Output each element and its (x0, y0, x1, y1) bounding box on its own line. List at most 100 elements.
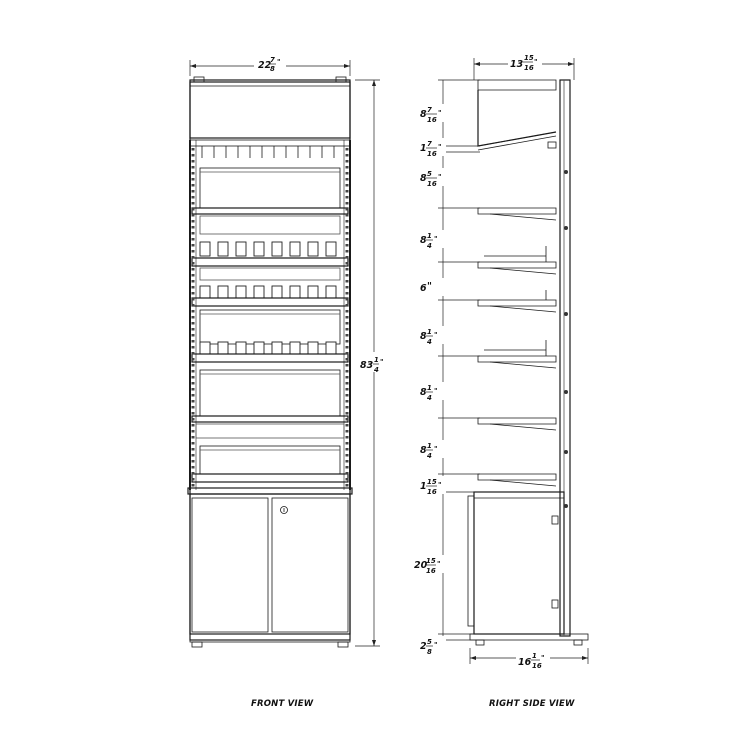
perforation-slot (191, 220, 195, 223)
side-top-depth-whole: 13 (510, 59, 524, 70)
perforation-slot (345, 460, 349, 463)
shelf-2 (191, 257, 349, 267)
door-edge (467, 495, 475, 627)
dimension-numerator: 1 (427, 384, 432, 392)
perforation-slot (345, 418, 349, 421)
front-height-dimension: 83 1 4 " (355, 79, 390, 647)
shelf-arms (477, 207, 557, 487)
perforation-slot (345, 226, 349, 229)
perforation-slot (345, 472, 349, 475)
perforation-slot (191, 232, 195, 235)
top-ledge (189, 139, 351, 147)
perforation-slot (345, 424, 349, 427)
perforation-slot (345, 412, 349, 415)
front-width-num: 7 (270, 56, 275, 64)
perforation-slot (191, 184, 195, 187)
perforation-slot (345, 250, 349, 253)
perforation-slot (345, 184, 349, 187)
perforation-slot (345, 454, 349, 457)
lock-icon (280, 506, 288, 514)
right-door (271, 497, 349, 633)
perforation-slot (345, 442, 349, 445)
shelf-bin-1 (199, 167, 341, 209)
cabinet-outline (189, 79, 351, 641)
perforation-slot (345, 484, 349, 487)
foot-left (191, 641, 203, 648)
perforation-slot (191, 268, 195, 271)
dimension-denominator: 16 (427, 150, 437, 158)
perforation-slot (191, 406, 195, 409)
perforation-slot (345, 262, 349, 265)
perforation-slot (191, 382, 195, 385)
dimension-numerator: 15 (426, 557, 436, 565)
front-height-whole: 83 (360, 360, 374, 371)
perforation-slot (345, 406, 349, 409)
perforation-slot (345, 154, 349, 157)
side-upright (559, 79, 571, 637)
perforation-slot (345, 310, 349, 313)
shelf-6 (191, 473, 349, 483)
perforation-slot (191, 250, 195, 253)
perforation-slot (191, 364, 195, 367)
perforation-slot (191, 454, 195, 457)
dimension-denominator: 4 (427, 394, 432, 402)
perforation-slot (345, 436, 349, 439)
perforation-slot (345, 274, 349, 277)
perforation-slot (191, 358, 195, 361)
dimension-unit: " (438, 481, 442, 489)
perforation-slot (191, 418, 195, 421)
slot-row-2 (199, 285, 337, 299)
dimension-unit: " (434, 445, 438, 453)
perforation-slot (191, 298, 195, 301)
perforation-slot (345, 304, 349, 307)
perforation-slot (191, 304, 195, 307)
perforation-slot (191, 280, 195, 283)
perforation-slot (345, 466, 349, 469)
perforation-slot (191, 154, 195, 157)
dimension-denominator: 4 (427, 338, 432, 346)
left-door (191, 497, 269, 633)
perforation-slot (191, 442, 195, 445)
perforation-slot (191, 148, 195, 151)
perforation-slot (191, 178, 195, 181)
perforation-slot (345, 346, 349, 349)
perforation-slot (191, 448, 195, 451)
side-plinth (469, 633, 589, 641)
base-cabinet (189, 493, 351, 635)
perforation-slot (345, 256, 349, 259)
upright-perforations (191, 148, 349, 487)
perforation-slot (345, 358, 349, 361)
perforation-slot (345, 190, 349, 193)
side-top-depth-dimension: 13 15 16 " (473, 52, 575, 80)
perforation-slot (345, 202, 349, 205)
perforation-slot (345, 208, 349, 211)
side-base-depth-num: 1 (532, 652, 537, 660)
perforation-slot (191, 334, 195, 337)
dimension-denominator: 4 (427, 452, 432, 460)
perforation-slot (345, 238, 349, 241)
perforation-slot (191, 328, 195, 331)
perforation-slot (345, 382, 349, 385)
front-width-dimension: 22 7 8 " (189, 55, 351, 76)
perforation-slot (191, 424, 195, 427)
front-height-den: 4 (374, 366, 379, 374)
perforation-slot (191, 166, 195, 169)
dimension-denominator: 4 (427, 242, 432, 250)
perforation-slot (345, 286, 349, 289)
perforation-slot (345, 334, 349, 337)
perforation-slot (191, 316, 195, 319)
slot-row-3 (199, 341, 337, 355)
side-base-cabinet (473, 491, 565, 635)
shelf-1 (191, 207, 349, 215)
side-top-depth-num: 15 (524, 54, 534, 62)
counter-top (187, 487, 353, 495)
front-view-label: FRONT VIEW (251, 699, 314, 709)
perforation-slot (191, 202, 195, 205)
perforation-slot (345, 166, 349, 169)
perforation-slot (191, 310, 195, 313)
dimension-denominator: 16 (427, 116, 437, 124)
